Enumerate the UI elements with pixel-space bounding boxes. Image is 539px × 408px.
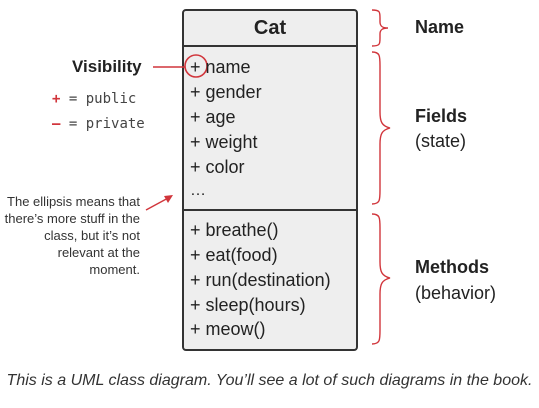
visibility-label: Visibility (72, 57, 142, 76)
field-item: + age (190, 107, 236, 127)
method-item: + eat(food) (190, 245, 278, 265)
fields-brace (371, 51, 391, 205)
method-item: + sleep(hours) (190, 295, 306, 315)
fields-label: Fields (415, 106, 468, 126)
method-item: + breathe() (190, 220, 279, 240)
public-text: = public (60, 91, 137, 107)
caption: This is a UML class diagram. You’ll see … (6, 372, 533, 389)
field-item: + name (190, 57, 251, 77)
method-item: + meow() (190, 319, 266, 339)
field-item: + gender (190, 82, 262, 102)
class-box (182, 9, 358, 351)
legend-public: + = public (52, 91, 136, 107)
method-item: + run(destination) (190, 270, 331, 290)
ellipsis-arrow (145, 195, 173, 211)
private-text: = private (60, 116, 145, 132)
name-brace (371, 9, 389, 47)
public-symbol: + (52, 91, 61, 107)
private-symbol: – (52, 116, 61, 132)
field-item: + color (190, 157, 245, 177)
name-label: Name (415, 17, 465, 37)
methods-label: Methods (415, 257, 489, 277)
legend-private: – = private (52, 116, 145, 132)
fields-sublabel: (state) (415, 131, 467, 151)
ellipsis-note: The ellipsis means that there’s more stu… (4, 194, 140, 277)
visibility-highlight-circle (184, 54, 208, 78)
field-ellipsis: … (190, 182, 206, 199)
class-name: Cat (253, 16, 287, 39)
field-item: + weight (190, 132, 258, 152)
methods-brace (371, 213, 391, 345)
methods-sublabel: (behavior) (415, 283, 497, 303)
